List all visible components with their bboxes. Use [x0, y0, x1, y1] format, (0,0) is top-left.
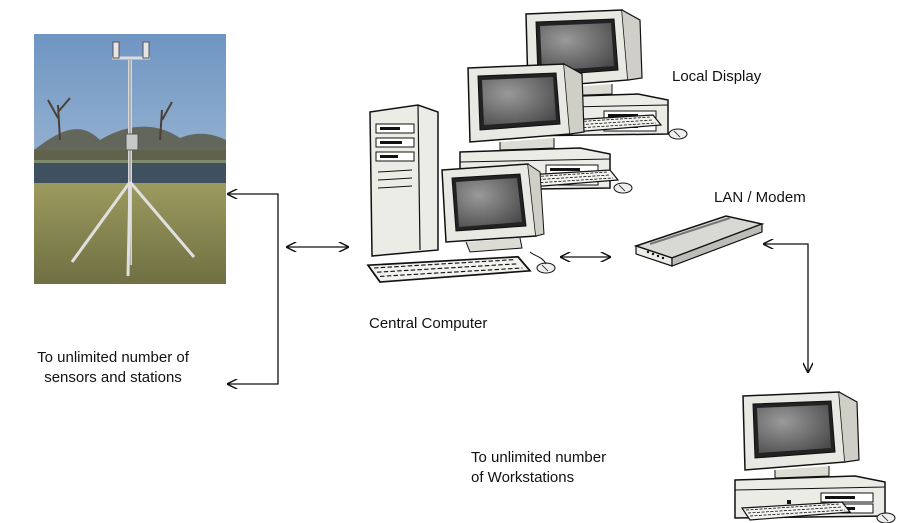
sensors-label-line2: sensors and stations — [44, 369, 182, 386]
workstation-computer — [734, 391, 886, 519]
local-display-label: Local Display — [672, 68, 762, 85]
sensor-bracket-arrow — [228, 194, 279, 384]
keyboard-icon — [367, 255, 531, 283]
connection-lines — [228, 194, 808, 384]
tower-computer-icon — [369, 104, 439, 257]
central-computer-label: Central Computer — [369, 315, 488, 332]
mouse-icon — [876, 512, 896, 523]
mouse-icon — [668, 128, 688, 140]
workstations-label-line1: To unlimited number — [471, 449, 607, 466]
mouse-icon — [529, 251, 556, 274]
sensors-label-line1: To unlimited number of — [37, 349, 189, 366]
lan-modem-label: LAN / Modem — [714, 189, 806, 206]
modem-icon — [633, 215, 765, 267]
central-monitor-icon — [441, 163, 545, 253]
workstations-label-line2: of Workstations — [471, 469, 575, 486]
mouse-icon — [613, 182, 633, 194]
weather-station-photo — [34, 34, 226, 284]
modem-to-workstation-arrow — [764, 244, 808, 372]
